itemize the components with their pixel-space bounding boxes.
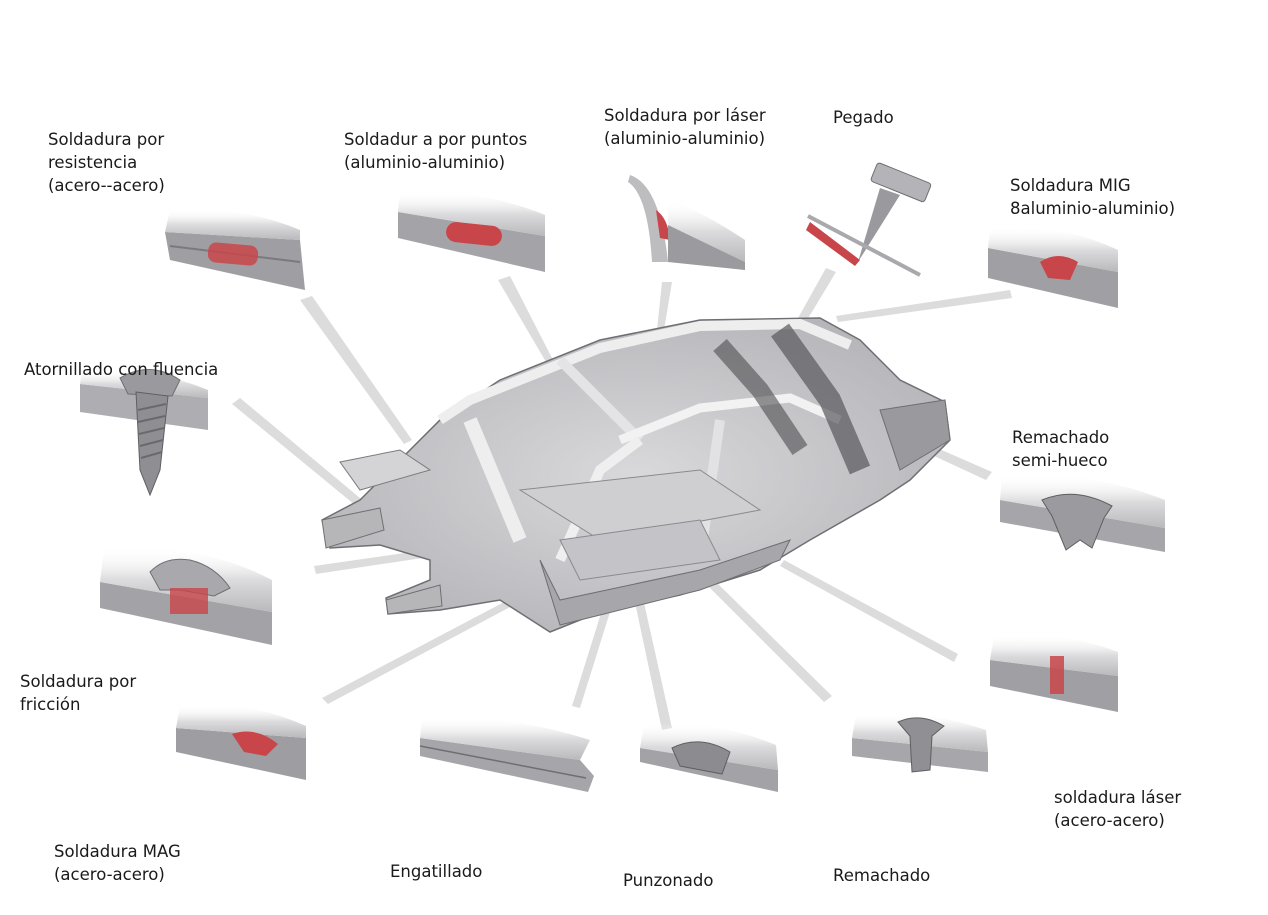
label-flow-drill-screw: Atornillado con fluencia xyxy=(24,360,219,379)
sample-friction-weld xyxy=(100,547,272,645)
car-body-in-white xyxy=(321,317,951,633)
label-solid-rivet: Remachado xyxy=(833,866,931,885)
sample-mag-weld xyxy=(176,704,306,780)
sample-mig-weld xyxy=(988,226,1118,308)
pointer-rays xyxy=(232,268,1012,730)
sample-laser-weld-steel xyxy=(990,634,1118,712)
sample-hemming xyxy=(419,716,594,792)
label-mag-weld: Soldadura MAG(acero-acero) xyxy=(54,842,181,884)
sample-adhesive-bonding xyxy=(806,162,932,277)
label-laser-weld-aluminium: Soldadura por láser(aluminio-aluminio) xyxy=(604,106,766,148)
label-laser-weld-steel: soldadura láser(acero-acero) xyxy=(1054,788,1182,830)
sample-flow-drill-screw xyxy=(80,369,208,497)
sample-laser-weld-aluminium xyxy=(628,175,745,270)
label-hemming: Engatillado xyxy=(390,862,483,881)
sample-resistance-weld xyxy=(165,209,305,290)
label-spot-weld: Soldadur a por puntos(aluminio-aluminio) xyxy=(344,130,528,172)
sample-solid-rivet xyxy=(852,712,988,773)
sample-clinching xyxy=(640,722,778,792)
joining-techniques-diagram xyxy=(80,162,1165,792)
sample-semi-tubular-rivet xyxy=(1000,475,1165,552)
sample-spot-weld xyxy=(398,191,545,272)
label-adhesive-bonding: Pegado xyxy=(833,108,894,127)
label-clinching: Punzonado xyxy=(623,871,714,890)
